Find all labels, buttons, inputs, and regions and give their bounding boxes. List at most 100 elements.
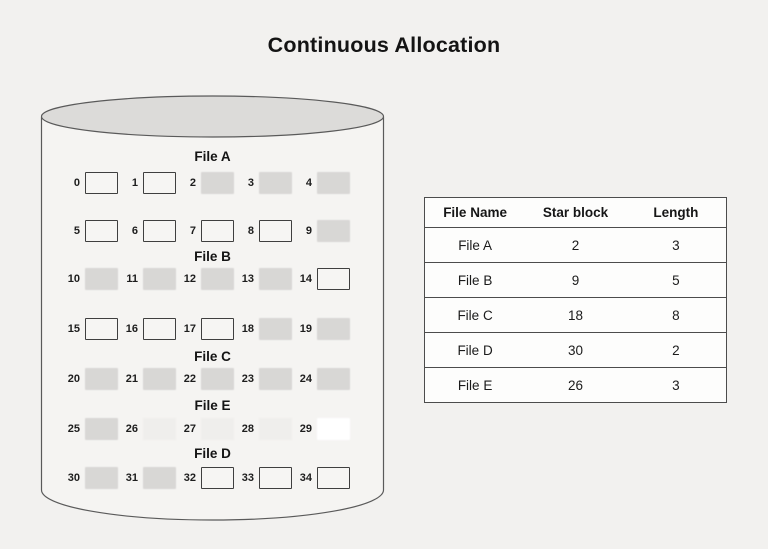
disk-block-8	[259, 220, 292, 242]
file-label-file-c: File C	[194, 349, 231, 364]
block-cell-17: 17	[170, 318, 234, 340]
block-number-21: 21	[125, 373, 138, 385]
block-cell-11: 11	[112, 268, 176, 290]
disk-block-33	[259, 467, 292, 489]
block-cell-13: 13	[228, 268, 292, 290]
block-cell-28: 28	[228, 418, 292, 440]
disk-block-28	[259, 418, 292, 440]
length-cell: 3	[625, 367, 727, 403]
disk-block-27	[201, 418, 234, 440]
block-cell-5: 5	[54, 220, 118, 242]
disk-block-4	[317, 172, 350, 194]
block-number-30: 30	[67, 472, 80, 484]
disk-block-9	[317, 220, 350, 242]
block-row-0: 0 1 2 3 4	[40, 172, 385, 196]
length-cell: 5	[625, 262, 727, 298]
block-number-2: 2	[189, 177, 196, 189]
block-number-26: 26	[125, 423, 138, 435]
disk-block-6	[143, 220, 176, 242]
block-number-24: 24	[299, 373, 312, 385]
block-cell-1: 1	[112, 172, 176, 194]
block-cell-3: 3	[228, 172, 292, 194]
block-cell-26: 26	[112, 418, 176, 440]
disk-block-29	[317, 418, 350, 440]
block-number-14: 14	[299, 273, 312, 285]
block-cell-8: 8	[228, 220, 292, 242]
block-cell-2: 2	[170, 172, 234, 194]
disk-block-26	[143, 418, 176, 440]
disk-block-32	[201, 467, 234, 489]
disk-block-2	[201, 172, 234, 194]
start-block-cell: 2	[525, 227, 626, 263]
block-number-10: 10	[67, 273, 80, 285]
block-number-7: 7	[189, 225, 196, 237]
disk-block-12	[201, 268, 234, 290]
block-cell-15: 15	[54, 318, 118, 340]
block-number-23: 23	[241, 373, 254, 385]
disk-block-25	[85, 418, 118, 440]
block-cell-19: 19	[286, 318, 350, 340]
file-label-file-b: File B	[194, 249, 231, 264]
start-block-cell: 18	[525, 297, 626, 333]
block-number-28: 28	[241, 423, 254, 435]
block-cell-0: 0	[54, 172, 118, 194]
block-cell-18: 18	[228, 318, 292, 340]
block-cell-30: 30	[54, 467, 118, 489]
disk-block-34	[317, 467, 350, 489]
file-name-cell: File B	[424, 262, 526, 298]
file-label-file-d: File D	[194, 446, 231, 461]
block-cell-31: 31	[112, 467, 176, 489]
disk-block-1	[143, 172, 176, 194]
page-title: Continuous Allocation	[267, 33, 501, 57]
start-block-cell: 9	[525, 262, 626, 298]
disk-block-24	[317, 368, 350, 390]
disk-block-21	[143, 368, 176, 390]
block-number-12: 12	[183, 273, 196, 285]
block-number-18: 18	[241, 323, 254, 335]
block-number-3: 3	[247, 177, 254, 189]
block-number-5: 5	[73, 225, 80, 237]
block-cell-34: 34	[286, 467, 350, 489]
block-cell-25: 25	[54, 418, 118, 440]
block-number-0: 0	[73, 177, 80, 189]
disk-block-5	[85, 220, 118, 242]
block-cell-16: 16	[112, 318, 176, 340]
block-cell-32: 32	[170, 467, 234, 489]
block-number-25: 25	[67, 423, 80, 435]
block-cell-14: 14	[286, 268, 350, 290]
block-cell-24: 24	[286, 368, 350, 390]
file-name-cell: File D	[424, 332, 526, 368]
disk-block-7	[201, 220, 234, 242]
block-number-9: 9	[305, 225, 312, 237]
length-cell: 2	[625, 332, 727, 368]
start-block-cell: 26	[525, 367, 626, 403]
block-cell-7: 7	[170, 220, 234, 242]
block-number-11: 11	[126, 273, 138, 285]
block-cell-20: 20	[54, 368, 118, 390]
disk-block-19	[317, 318, 350, 340]
block-cell-22: 22	[170, 368, 234, 390]
disk-block-10	[85, 268, 118, 290]
disk-block-15	[85, 318, 118, 340]
block-number-20: 20	[67, 373, 80, 385]
block-number-15: 15	[67, 323, 80, 335]
file-name-cell: File A	[424, 227, 526, 263]
block-cell-23: 23	[228, 368, 292, 390]
disk-block-3	[259, 172, 292, 194]
block-cell-4: 4	[286, 172, 350, 194]
block-cell-21: 21	[112, 368, 176, 390]
header-cell-0: File Name	[443, 205, 507, 220]
length-cell: 8	[625, 297, 727, 333]
disk-block-31	[143, 467, 176, 489]
